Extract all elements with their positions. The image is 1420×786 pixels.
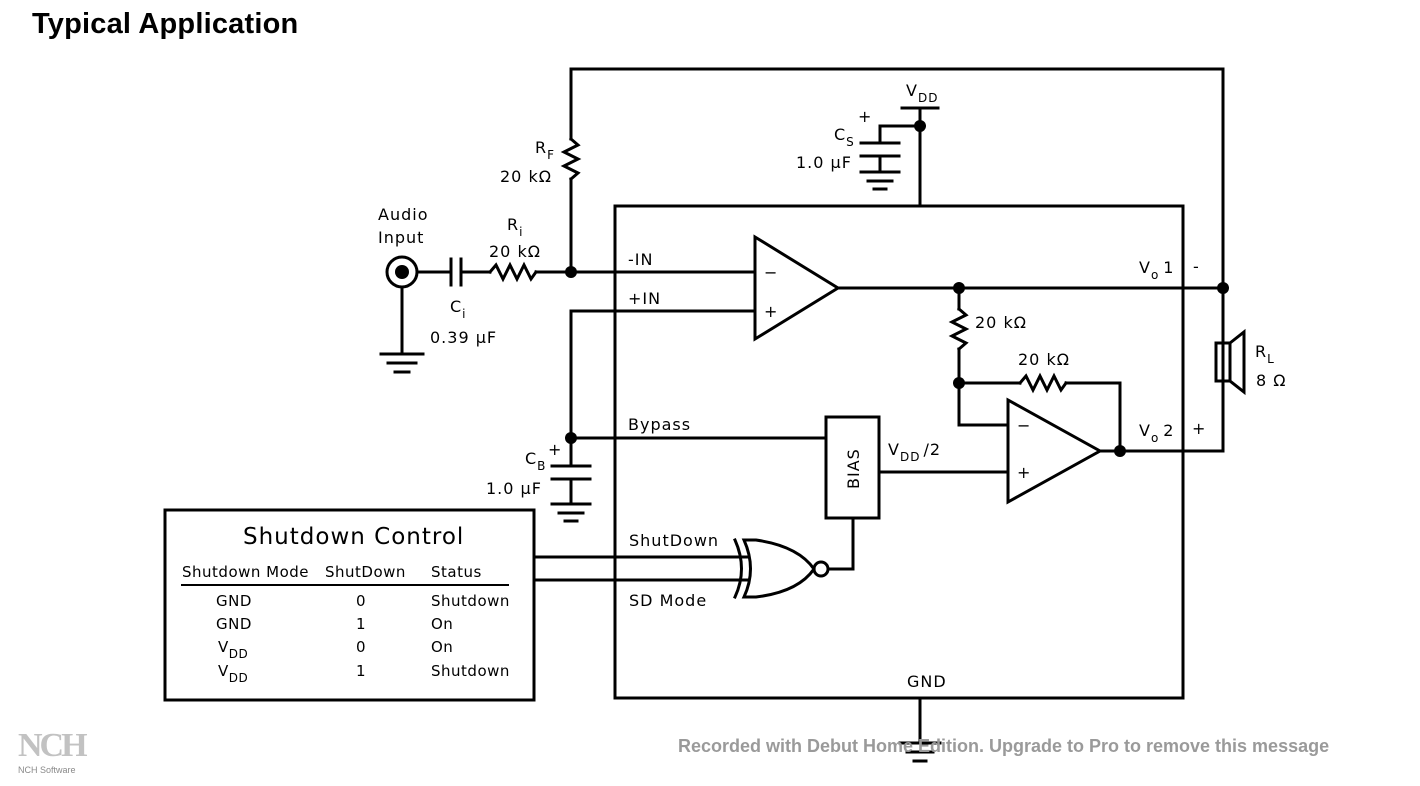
rf-value: 20 kΩ — [500, 167, 552, 186]
cb-plus: + — [548, 440, 562, 459]
table-row-3-mode: VDD — [218, 638, 248, 661]
cs-capacitor — [859, 124, 922, 191]
xnor-gate — [733, 538, 830, 599]
sd-mode-pin-label: SD Mode — [629, 591, 707, 610]
table-header-mode: Shutdown Mode — [182, 563, 309, 581]
amp2-plus-sign: + — [1017, 463, 1031, 482]
minus-in-label: -IN — [628, 250, 653, 269]
ground-symbol-input — [379, 285, 425, 374]
ri-value: 20 kΩ — [489, 242, 541, 261]
cb-value: 1.0 μF — [486, 479, 542, 498]
recording-watermark: Recorded with Debut Home Edition. Upgrad… — [678, 736, 1330, 756]
cs-value: 1.0 μF — [796, 153, 852, 172]
table-row-1-shutdown: 0 — [356, 592, 366, 610]
nch-logo-mark: NCH — [18, 727, 88, 764]
r20k-feedback-lead-right — [1064, 381, 1122, 453]
vo2-polarity: + — [1192, 419, 1206, 438]
node-vo2 — [1114, 445, 1126, 457]
audio-input-label-line1: Audio — [378, 205, 428, 224]
r20k-feedback-resistor — [1017, 372, 1069, 394]
ri-label: Ri — [507, 215, 523, 239]
rl-label: RL — [1255, 342, 1275, 366]
shutdown-control-box — [163, 508, 536, 702]
nch-logo-text: NCH Software — [18, 765, 76, 775]
ground-symbol-ic — [898, 696, 942, 763]
op-amp-2 — [1006, 397, 1104, 505]
cs-label: CS — [834, 125, 855, 149]
rl-value: 8 Ω — [1256, 371, 1287, 390]
plus-in-label: +IN — [628, 289, 661, 308]
ci-label: Ci — [450, 297, 467, 321]
amp1-minus-sign: − — [764, 263, 778, 282]
nch-logo: NCH NCH Software — [18, 727, 88, 776]
ci-value: 0.39 μF — [430, 328, 497, 347]
table-row-3-status: On — [431, 638, 453, 656]
audio-input-label-line2: Input — [378, 228, 424, 247]
r20k-feedback-value: 20 kΩ — [1018, 350, 1070, 369]
shutdown-pin-label: ShutDown — [629, 531, 719, 550]
audio-input-jack — [385, 255, 419, 289]
table-header-shutdown: ShutDown — [325, 563, 406, 581]
r20k-vertical-value: 20 kΩ — [975, 313, 1027, 332]
table-row-2-shutdown: 1 — [356, 615, 366, 633]
bypass-label: Bypass — [628, 415, 691, 434]
shutdown-control-title: Shutdown Control — [243, 524, 464, 550]
op-amp-1 — [753, 234, 841, 342]
vdd-half-label: VDD/2 — [888, 440, 941, 464]
ri-resistor — [487, 261, 539, 283]
plus-in-wire — [569, 309, 757, 440]
vdd-label: VDD — [906, 81, 938, 105]
amp2-minus-sign: − — [1017, 416, 1031, 435]
rf-label: RF — [535, 138, 555, 162]
gnd-pin-label: GND — [907, 672, 947, 691]
bias-enable-wire — [827, 516, 855, 571]
page-title: Typical Application — [32, 8, 299, 40]
amp1-plus-sign: + — [764, 302, 778, 321]
bias-label: BIAS — [844, 448, 863, 489]
table-row-2-status: On — [431, 615, 453, 633]
speaker-rl — [1214, 286, 1246, 453]
node-minus-in — [565, 266, 577, 278]
table-row-1-status: Shutdown — [431, 592, 510, 610]
feedback-wire-top — [569, 67, 1225, 453]
cb-capacitor — [550, 436, 592, 523]
vdd-supply — [900, 106, 940, 208]
table-row-2-mode: GND — [216, 615, 252, 633]
table-row-4-status: Shutdown — [431, 662, 510, 680]
table-row-4-shutdown: 1 — [356, 662, 366, 680]
cb-label: CB — [525, 449, 546, 473]
cs-plus: + — [858, 107, 872, 126]
rf-resistor — [560, 136, 582, 182]
r20k-vertical-resistor — [948, 306, 970, 352]
vo1-polarity: - — [1193, 257, 1200, 276]
table-row-3-shutdown: 0 — [356, 638, 366, 656]
table-header-status: Status — [431, 563, 482, 581]
table-row-1-mode: GND — [216, 592, 252, 610]
table-row-4-mode: VDD — [218, 662, 248, 685]
